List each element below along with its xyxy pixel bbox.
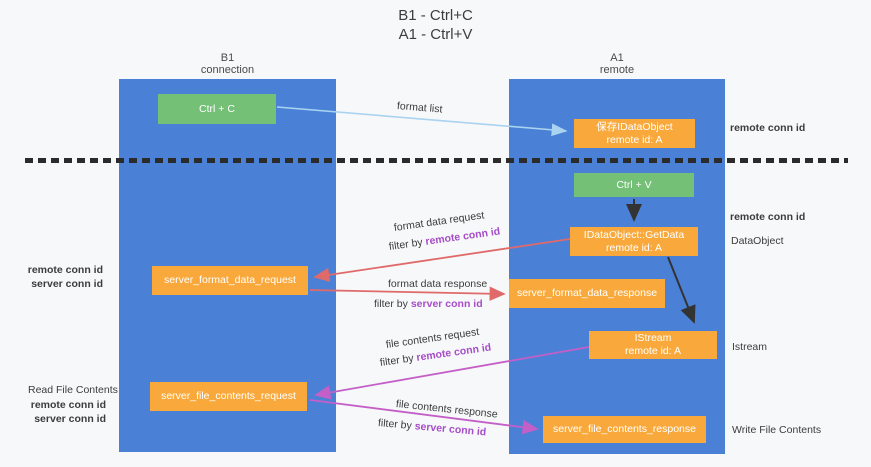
node-save-idataobject-line1: 保存IDataObject [596, 120, 673, 133]
server-conn-id-text: server conn id [410, 298, 483, 310]
annotation-dataobject: DataObject [731, 235, 784, 247]
annotation-left-remote-conn-id-2: remote conn id [30, 399, 106, 411]
label-format-list: format list [396, 100, 443, 116]
filter-by-text: filter by [374, 298, 408, 310]
annotation-left-server-conn-id-2: server conn id [34, 413, 106, 425]
node-ctrl-c: Ctrl + C [158, 94, 276, 124]
annotation-left-remote-conn-id-1: remote conn id [27, 264, 103, 276]
node-save-idataobject-line2: remote id: A [606, 133, 663, 146]
node-getdata-line2: remote id: A [605, 241, 663, 254]
node-server-format-data-request: server_format_data_request [152, 266, 308, 295]
annotation-istream: Istream [732, 341, 768, 353]
node-server-format-data-request-label: server_format_data_request [164, 274, 296, 286]
filter-by-text: filter by [388, 236, 424, 253]
lane-header-a1: A1 remote [509, 52, 725, 76]
node-ctrl-v: Ctrl + V [574, 173, 694, 197]
node-ctrl-v-label: Ctrl + V [616, 178, 652, 191]
node-istream: IStream remote id: A [589, 331, 717, 359]
node-server-file-contents-request: server_file_contents_request [150, 382, 307, 411]
format-data-response-arrow [309, 286, 506, 301]
server-conn-id-text: server conn id [414, 420, 487, 439]
filter-by-text: filter by [379, 352, 415, 369]
node-istream-line1: IStream [634, 332, 672, 344]
annotation-write-file-contents: Write File Contents [732, 424, 822, 436]
annotation-remote-conn-id-mid: remote conn id [730, 211, 806, 223]
lane-a1-subtitle: remote [599, 64, 635, 76]
node-server-format-data-response: server_format_data_response [509, 279, 665, 308]
diagram-title: B1 - Ctrl+C A1 - Ctrl+V [0, 6, 871, 44]
lane-b1-title: B1 [220, 52, 235, 64]
label-format-data-response: format data response [388, 278, 488, 290]
node-save-idataobject: 保存IDataObject remote id: A [574, 119, 695, 148]
node-server-file-contents-response: server_file_contents_response [543, 416, 706, 443]
lane-a1-title: A1 [610, 52, 624, 64]
node-idataobject-getdata: IDataObject::GetData remote id: A [570, 227, 698, 256]
node-getdata-line1: IDataObject::GetData [583, 228, 685, 241]
remote-conn-id-text: remote conn id [424, 225, 501, 248]
node-ctrl-c-label: Ctrl + C [199, 102, 235, 115]
annotation-remote-conn-id-top: remote conn id [730, 122, 806, 134]
node-server-format-data-response-label: server_format_data_response [516, 287, 658, 299]
lane-b1-subtitle: connection [200, 64, 255, 76]
filter-by-text: filter by [377, 417, 413, 432]
node-server-file-contents-response-label: server_file_contents_response [552, 423, 696, 435]
label-file-contents-response: file contents response [395, 398, 499, 421]
title-line-1: B1 - Ctrl+C [398, 7, 473, 24]
node-istream-line2: remote id: A [624, 345, 682, 357]
phase-separator-dashed-line [25, 158, 848, 163]
title-line-2: A1 - Ctrl+V [398, 26, 473, 43]
annotation-left-server-conn-id-1: server conn id [31, 278, 103, 290]
node-server-file-contents-request-label: server_file_contents_request [161, 390, 296, 402]
lane-header-b1: B1 connection [119, 52, 336, 76]
annotation-read-file-contents: Read File Contents [28, 384, 118, 396]
